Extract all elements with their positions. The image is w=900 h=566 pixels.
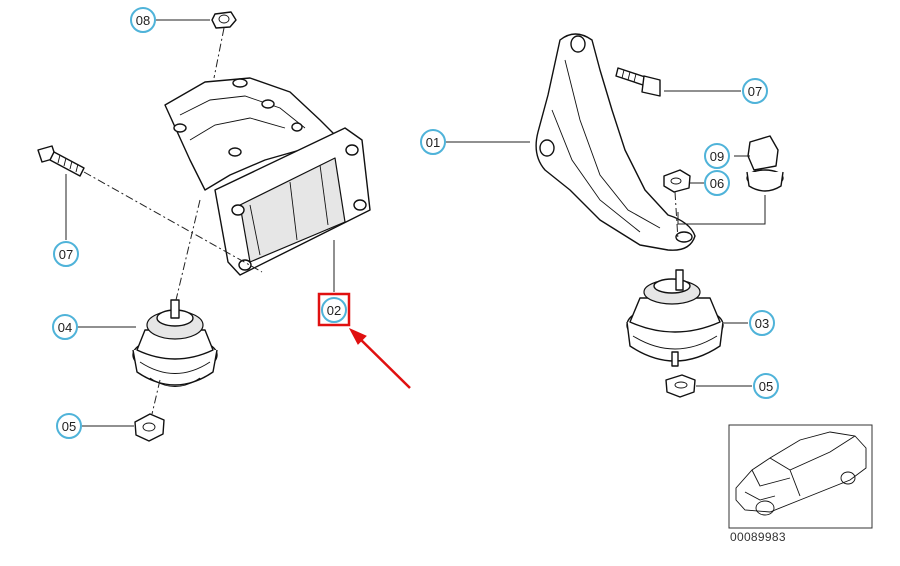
svg-text:05: 05 xyxy=(62,419,76,434)
svg-text:09: 09 xyxy=(710,149,724,164)
car-icon xyxy=(735,431,867,516)
red-arrow-icon xyxy=(348,327,411,389)
callout-04[interactable]: 04 xyxy=(52,314,78,340)
callout-03[interactable]: 03 xyxy=(749,310,775,336)
svg-text:04: 04 xyxy=(58,320,72,335)
callout-09[interactable]: 09 xyxy=(704,143,730,169)
svg-text:07: 07 xyxy=(59,247,73,262)
callout-07-left[interactable]: 07 xyxy=(53,241,79,267)
car-thumbnail xyxy=(728,424,873,529)
callout-01[interactable]: 01 xyxy=(420,129,446,155)
engine-mount-04 xyxy=(132,299,218,387)
highlight-box xyxy=(317,292,351,327)
reference-number: 00089983 xyxy=(730,530,786,544)
svg-text:08: 08 xyxy=(136,13,150,28)
nut-05-right xyxy=(665,374,696,398)
callout-07-right[interactable]: 07 xyxy=(742,78,768,104)
svg-text:05: 05 xyxy=(759,379,773,394)
callout-08[interactable]: 08 xyxy=(130,7,156,33)
svg-text:03: 03 xyxy=(755,316,769,331)
svg-text:02: 02 xyxy=(327,303,341,318)
svg-text:06: 06 xyxy=(710,176,724,191)
engine-bracket-right xyxy=(535,33,696,251)
nut-05-left xyxy=(134,413,165,442)
part-09 xyxy=(746,135,784,192)
callout-05-right[interactable]: 05 xyxy=(753,373,779,399)
svg-text:01: 01 xyxy=(426,135,440,150)
callout-05-left[interactable]: 05 xyxy=(56,413,82,439)
engine-bracket-left xyxy=(164,77,371,276)
bolt-07-right xyxy=(615,67,661,97)
nut-06 xyxy=(663,169,691,193)
nut-08 xyxy=(211,11,237,29)
svg-text:07: 07 xyxy=(748,84,762,99)
engine-mount-03 xyxy=(626,269,724,367)
bolt-07-left xyxy=(37,145,85,177)
callout-02[interactable]: 02 xyxy=(317,292,351,327)
callout-06[interactable]: 06 xyxy=(704,170,730,196)
